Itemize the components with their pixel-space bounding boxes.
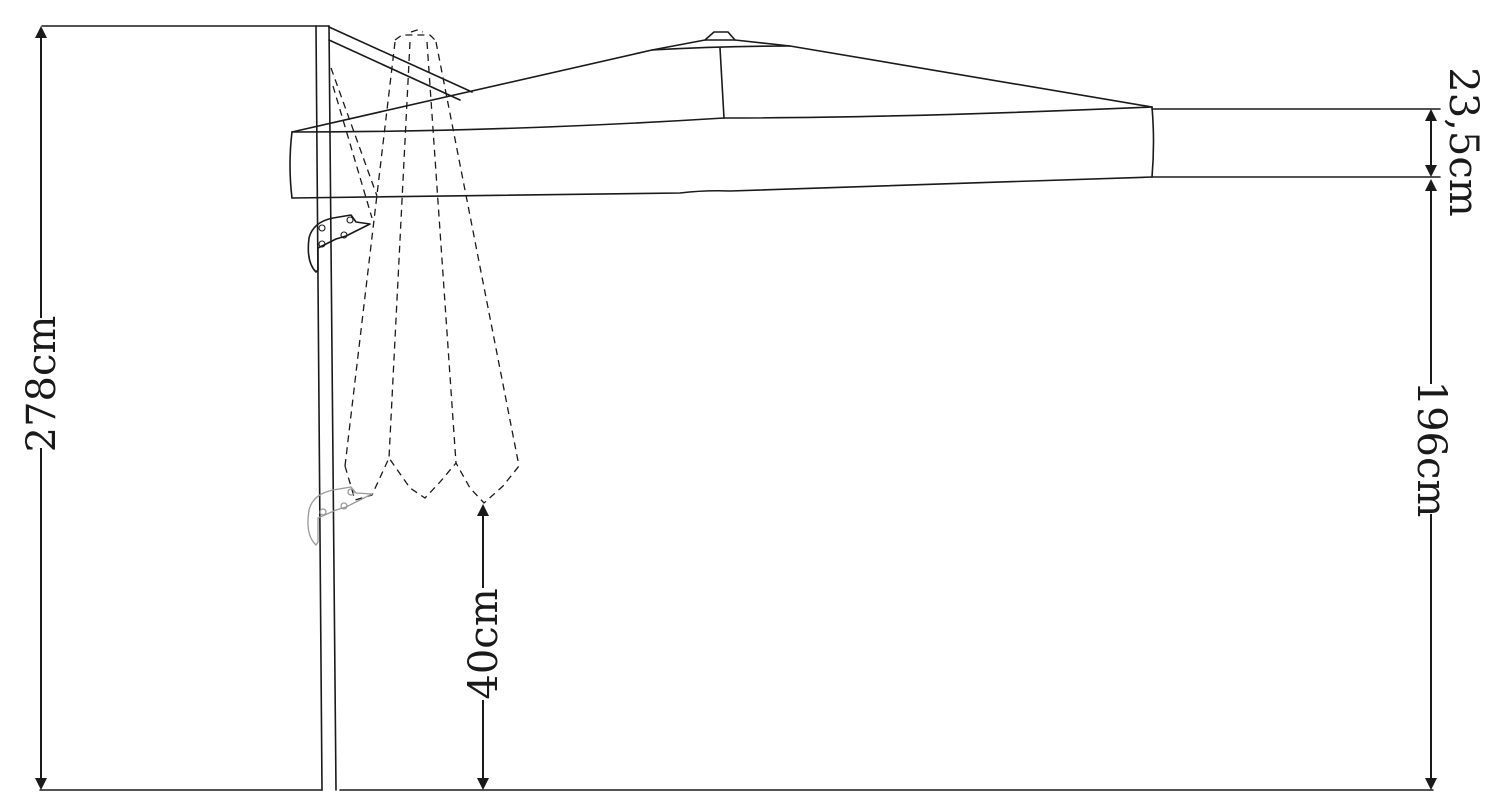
- tilt-crank-raised: [307, 214, 371, 273]
- umbrella-pole: [41, 25, 337, 791]
- dimension-canopy-thickness: 23,5cm: [1151, 67, 1486, 217]
- arrow-up-icon: [35, 26, 47, 38]
- arrow-down-icon: [1425, 165, 1437, 177]
- canopy-clearance-label: 196cm: [1408, 381, 1454, 518]
- dimension-total-height: 278cm: [19, 26, 65, 790]
- tilt-crank-lowered: [307, 486, 375, 546]
- dimension-canopy-clearance: 196cm: [1408, 179, 1454, 790]
- folded-clearance-label: 40cm: [461, 588, 507, 699]
- arrow-down-icon: [477, 778, 489, 790]
- arrow-up-icon: [477, 504, 489, 516]
- arrow-down-icon: [1425, 778, 1437, 790]
- total-height-label: 278cm: [19, 316, 65, 453]
- arrow-up-icon: [1425, 109, 1437, 121]
- open-canopy: [289, 31, 1155, 199]
- support-arm: [328, 26, 473, 101]
- dimension-folded-clearance: 40cm: [461, 504, 507, 790]
- arrow-down-icon: [35, 778, 47, 790]
- arrow-up-icon: [1425, 179, 1437, 191]
- canopy-thickness-label: 23,5cm: [1440, 67, 1486, 216]
